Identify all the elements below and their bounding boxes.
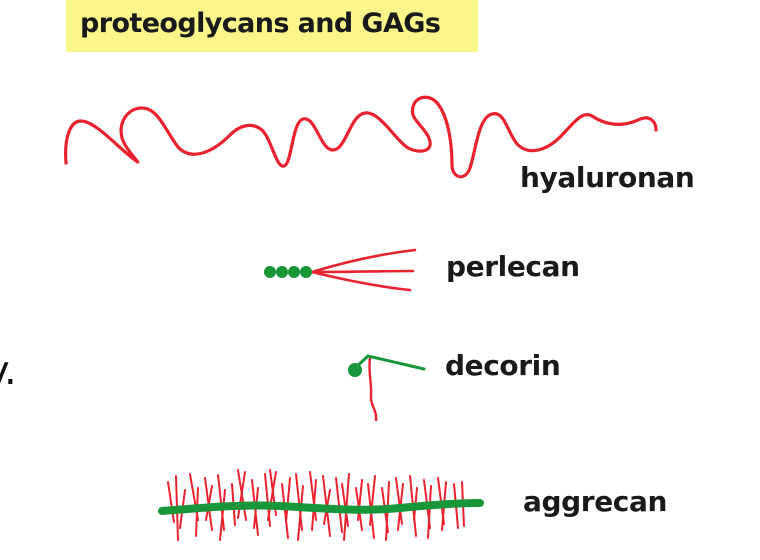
label-perlecan: perlecan: [446, 250, 580, 283]
aggrecan-core-protein: [158, 499, 484, 515]
decorin-gag-chain: [368, 356, 378, 422]
label-aggrecan: aggrecan: [523, 485, 668, 518]
perlecan-molecule: [264, 248, 417, 292]
title-highlight: [66, 0, 478, 52]
label-hyaluronan: hyaluronan: [520, 161, 695, 194]
perlecan-gag-chains: [310, 248, 417, 292]
aggrecan-molecule: [158, 469, 484, 541]
diagram-title: proteoglycans and GAGs: [80, 8, 441, 39]
decorin-core-tail: [353, 354, 426, 371]
decorin-core-globule: [348, 363, 362, 377]
label-decorin: decorin: [445, 349, 561, 382]
cropped-text-fragment: y.: [0, 348, 17, 394]
decorin-molecule: [348, 354, 426, 422]
perlecan-core-beads: [264, 266, 312, 278]
hyaluronan-chain: [64, 95, 658, 179]
